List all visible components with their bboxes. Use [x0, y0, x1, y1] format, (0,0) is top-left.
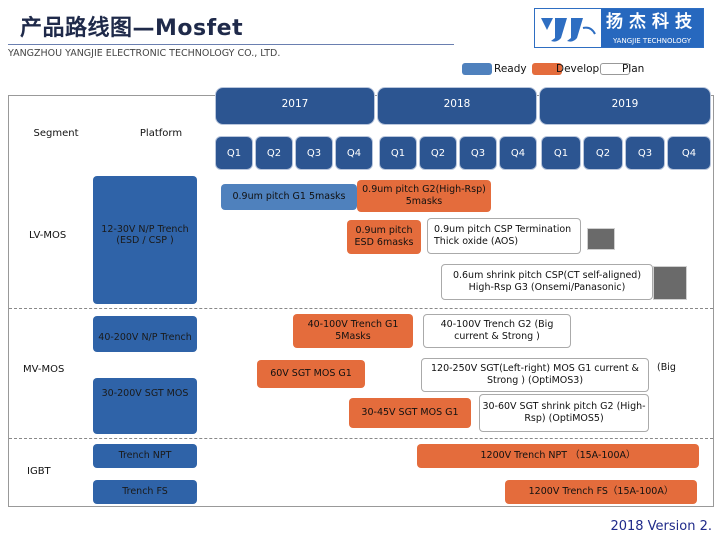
- quarter-2019-q3: Q3: [625, 136, 665, 170]
- segment-lv-mos: LV-MOS: [29, 230, 67, 241]
- year-2018: 2018: [377, 87, 537, 125]
- company-subtitle: YANGZHOU YANGJIE ELECTRONIC TECHNOLOGY C…: [8, 48, 281, 59]
- legend-ready-swatch: [462, 63, 492, 75]
- year-2017: 2017: [215, 87, 375, 125]
- item-esd-6masks: 0.9um pitch ESD 6masks: [347, 220, 421, 254]
- item-mv-trench-g2: 40-100V Trench G2 (Big current & Strong …: [423, 314, 571, 348]
- segment-mv-mos: MV-MOS: [23, 364, 65, 375]
- platform-mv-sgt: 30-200V SGT MOS: [93, 378, 197, 434]
- platform-igbt-npt: Trench NPT: [93, 444, 197, 468]
- quarter-2017-q4: Q4: [335, 136, 373, 170]
- item-g1-5masks: 0.9um pitch G1 5masks: [221, 184, 357, 210]
- quarter-2019-q2: Q2: [583, 136, 623, 170]
- year-2019: 2019: [539, 87, 711, 125]
- item-sgt-big-note: (Big: [657, 362, 676, 373]
- platform-header: Platform: [139, 128, 183, 139]
- item-sgt-shrink-g2: 30-60V SGT shrink pitch G2 (High-Rsp) (O…: [479, 394, 649, 432]
- item-igbt-npt-1200v: 1200V Trench NPT （15A-100A）: [417, 444, 699, 468]
- platform-igbt-fs: Trench FS: [93, 480, 197, 504]
- quarter-2018-q3: Q3: [459, 136, 497, 170]
- segment-header: Segment: [33, 128, 79, 139]
- item-sgt-30-45v: 30-45V SGT MOS G1: [349, 398, 471, 428]
- logo-mark-icon: [541, 18, 596, 42]
- title-divider: [8, 44, 454, 45]
- legend-ready-label: Ready: [494, 63, 527, 75]
- quarter-2018-q1: Q1: [379, 136, 417, 170]
- item-csp-termination: 0.9um pitch CSP Termination Thick oxide …: [427, 218, 581, 254]
- legend-develop-swatch: [532, 63, 562, 75]
- logo-chinese-text: 扬杰科技: [601, 9, 703, 35]
- item-sgt-60v: 60V SGT MOS G1: [257, 360, 365, 388]
- quarter-2019-q4: Q4: [667, 136, 711, 170]
- quarter-2019-q1: Q1: [541, 136, 581, 170]
- quarter-2017-q3: Q3: [295, 136, 333, 170]
- item-g2-high-rsp: 0.9um pitch G2(High-Rsp) 5masks: [357, 180, 491, 212]
- version-label: 2018 Version 2.: [610, 519, 712, 534]
- quarter-2018-q2: Q2: [419, 136, 457, 170]
- legend-plan-label: Plan: [622, 63, 645, 75]
- item-igbt-fs-1200v: 1200V Trench FS（15A-100A）: [505, 480, 697, 504]
- logo-english-text: YANGJIE TECHNOLOGY: [601, 35, 703, 47]
- segment-divider-1: [9, 308, 713, 309]
- item-csp-shrink: 0.6um shrink pitch CSP(CT self-aligned) …: [441, 264, 653, 300]
- segment-divider-2: [9, 438, 713, 439]
- platform-mv-trench: 40-200V N/P Trench: [93, 316, 197, 352]
- roadmap-panel: Segment Platform 2017 2018 2019 Q1 Q2 Q3…: [8, 87, 714, 507]
- die-photo-thumbnail-2: [653, 266, 687, 300]
- quarter-2017-q1: Q1: [215, 136, 253, 170]
- page-title: 产品路线图—Mosfet: [20, 16, 244, 41]
- quarter-2017-q2: Q2: [255, 136, 293, 170]
- quarter-2018-q4: Q4: [499, 136, 537, 170]
- company-logo: 扬杰科技 YANGJIE TECHNOLOGY: [534, 8, 704, 48]
- platform-lv-trench: 12-30V N/P Trench (ESD / CSP ): [93, 176, 197, 304]
- legend-develop-label: Develop: [556, 63, 600, 75]
- legend-plan-swatch: [600, 63, 630, 75]
- segment-igbt: IGBT: [27, 466, 51, 477]
- item-mv-trench-g1: 40-100V Trench G1 5Masks: [293, 314, 413, 348]
- die-photo-thumbnail-1: [587, 228, 615, 250]
- item-sgt-left-right: 120-250V SGT(Left-right) MOS G1 current …: [421, 358, 649, 392]
